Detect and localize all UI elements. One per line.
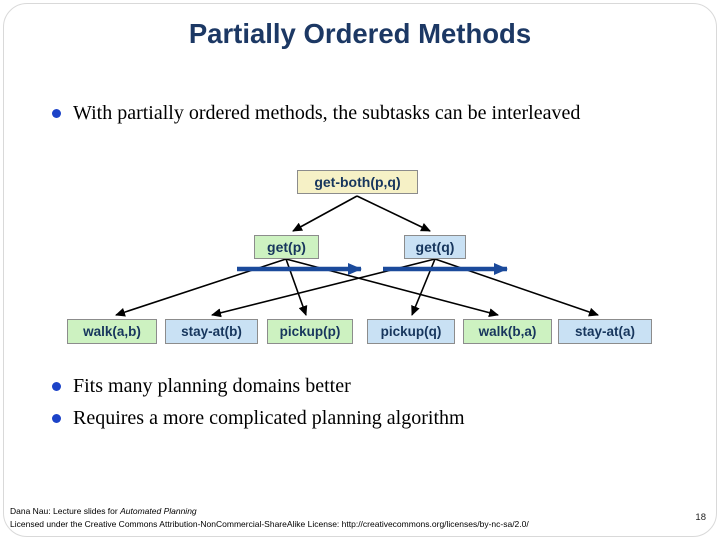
- edge-getq-to-pickupq: [411, 258, 436, 316]
- footer-line1-prefix: Dana Nau: Lecture slides for: [10, 506, 121, 516]
- bullet-fits-text: Fits many planning domains better: [73, 375, 351, 397]
- footer-line1-italic: Automated Planning: [120, 506, 197, 516]
- bullet-intro: With partially ordered methods, the subt…: [52, 100, 682, 126]
- page-number: 18: [695, 512, 706, 523]
- edge-getboth-to-getq: [356, 195, 431, 232]
- tree-leaf-pickup-p: pickup(p): [267, 319, 353, 344]
- tree-leaf-stay-at-b: stay-at(b): [165, 319, 258, 344]
- edge-getboth-to-getp: [292, 195, 358, 232]
- tree-leaf-pickup-q: pickup(q): [367, 319, 455, 344]
- tree-node-get-p: get(p): [254, 235, 319, 259]
- footer-credits: Dana Nau: Lecture slides for Automated P…: [10, 505, 529, 531]
- bullet-dot-icon: [52, 414, 61, 423]
- page-title: Partially Ordered Methods: [188, 18, 532, 49]
- bullet-requires: Requires a more complicated planning alg…: [52, 405, 682, 431]
- tree-node-get-both: get-both(p,q): [297, 170, 418, 194]
- footer-line1: Dana Nau: Lecture slides for Automated P…: [10, 505, 529, 518]
- footer-line2: Licensed under the Creative Commons Attr…: [10, 519, 529, 529]
- edge-getp-to-walkab: [115, 258, 287, 317]
- tree-leaf-stay-at-a: stay-at(a): [558, 319, 652, 344]
- bullet-fits: Fits many planning domains better: [52, 373, 682, 399]
- bullet-dot-icon: [52, 109, 61, 118]
- tree-leaf-walk-ba: walk(b,a): [463, 319, 552, 344]
- slide-rounded-border: [3, 3, 717, 537]
- bullet-dot-icon: [52, 382, 61, 391]
- edge-getq-to-stayatb: [211, 258, 436, 318]
- edge-getp-to-walkba: [285, 258, 499, 318]
- tree-node-get-q: get(q): [404, 235, 466, 259]
- bullet-intro-text: With partially ordered methods, the subt…: [73, 102, 581, 124]
- edge-getq-to-stayata: [434, 258, 599, 317]
- tree-leaf-walk-ab: walk(a,b): [67, 319, 157, 344]
- edge-getp-to-pickupp: [285, 258, 308, 316]
- bullet-requires-text: Requires a more complicated planning alg…: [73, 407, 465, 429]
